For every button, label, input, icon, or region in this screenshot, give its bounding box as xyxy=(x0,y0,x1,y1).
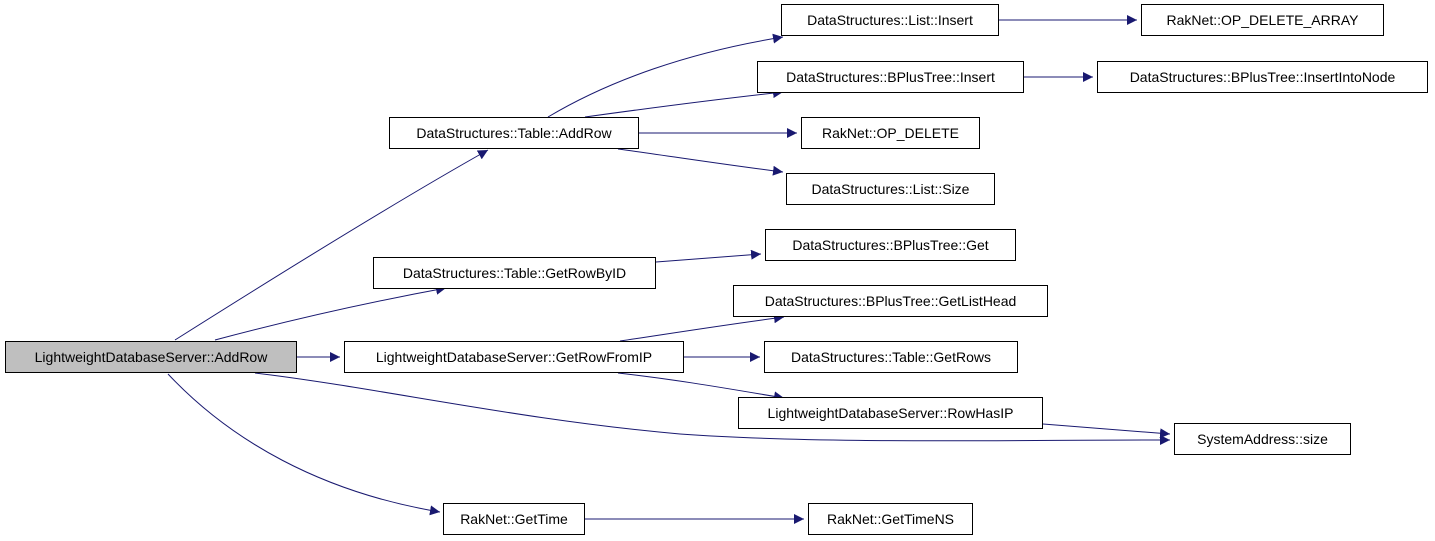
node-gettimens[interactable]: RakNet::GetTimeNS xyxy=(808,503,973,535)
node-bplus-insertintonode[interactable]: DataStructures::BPlusTree::InsertIntoNod… xyxy=(1097,61,1428,93)
node-table-getrows[interactable]: DataStructures::Table::GetRows xyxy=(764,341,1018,373)
edge-getrowbyid-to-bplus-get xyxy=(655,249,762,263)
edge-getrowfromip-to-getlisthead xyxy=(619,313,785,342)
node-rowhasip[interactable]: LightweightDatabaseServer::RowHasIP xyxy=(738,397,1043,429)
node-table-getrowbyid[interactable]: DataStructures::Table::GetRowByID xyxy=(373,257,656,289)
edge-table-addrow-to-bplus-insert xyxy=(584,88,784,118)
node-gettime[interactable]: RakNet::GetTime xyxy=(443,503,585,535)
edge-getrowfromip-to-rowhasip xyxy=(617,372,785,402)
edge-root-to-table-getrowbyid xyxy=(214,284,447,341)
edge-rowhasip-to-sysaddr-size xyxy=(1042,423,1171,439)
node-list-size[interactable]: DataStructures::List::Size xyxy=(786,173,995,205)
node-systemaddress-size[interactable]: SystemAddress::size xyxy=(1174,423,1351,455)
node-lightweightdatabaseserver-addrow: LightweightDatabaseServer::AddRow xyxy=(5,341,297,373)
node-getrowfromip[interactable]: LightweightDatabaseServer::GetRowFromIP xyxy=(344,341,684,373)
edge-table-addrow-to-list-insert xyxy=(547,33,784,118)
node-table-addrow[interactable]: DataStructures::Table::AddRow xyxy=(389,117,639,149)
edge-table-addrow-to-list-size xyxy=(617,148,784,176)
node-bplus-insert[interactable]: DataStructures::BPlusTree::Insert xyxy=(757,61,1024,93)
node-bplus-get[interactable]: DataStructures::BPlusTree::Get xyxy=(765,229,1016,261)
edge-root-to-sysaddr-size xyxy=(254,372,1171,446)
node-op-delete-array[interactable]: RakNet::OP_DELETE_ARRAY xyxy=(1141,4,1384,36)
edge-root-to-table-addrow xyxy=(174,149,489,341)
node-list-insert[interactable]: DataStructures::List::Insert xyxy=(781,4,999,36)
node-bplus-getlisthead[interactable]: DataStructures::BPlusTree::GetListHead xyxy=(733,285,1048,317)
node-op-delete[interactable]: RakNet::OP_DELETE xyxy=(801,117,980,149)
edge-root-to-gettime xyxy=(167,373,441,516)
